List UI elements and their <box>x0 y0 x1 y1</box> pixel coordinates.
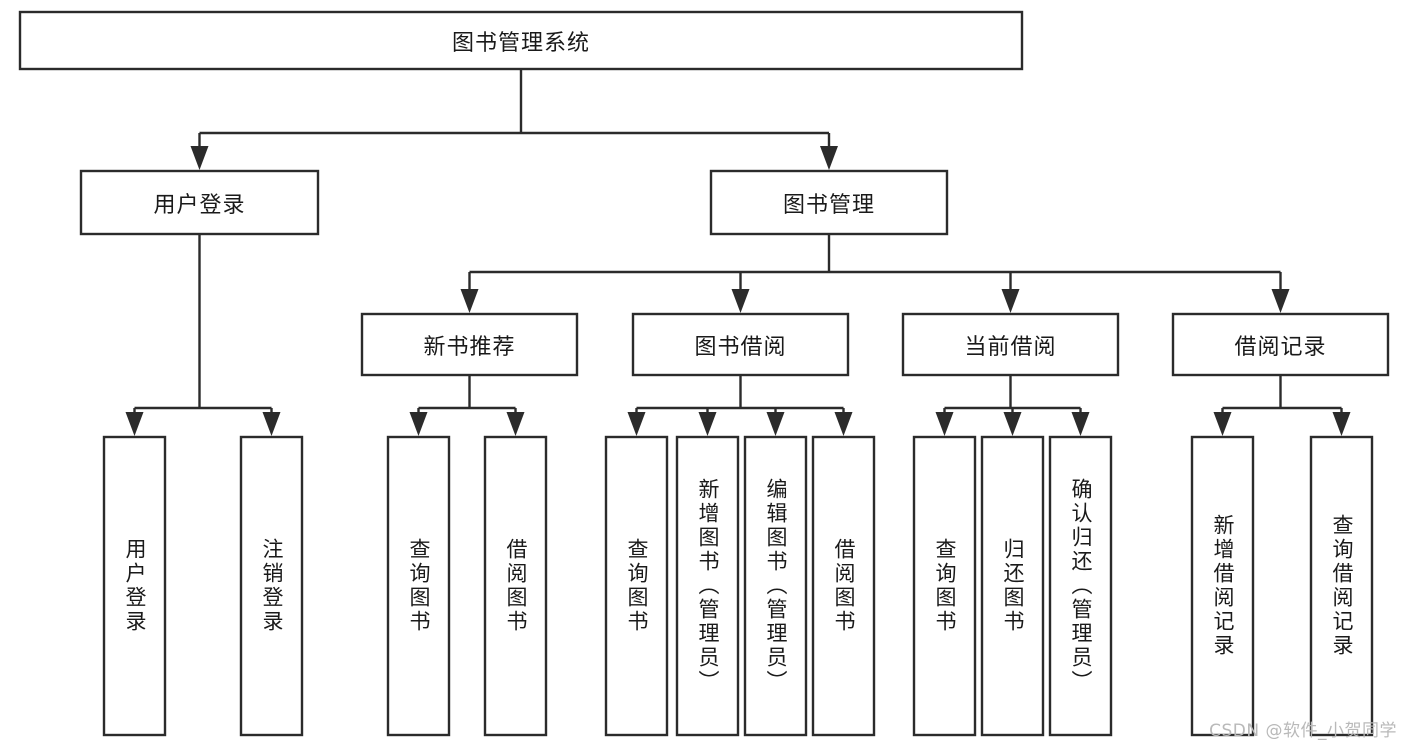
node-box-leaf-query-book-rec[interactable] <box>386 435 451 737</box>
arrow-head-leaf-user-logout <box>262 412 281 436</box>
arrow-head-leaf-query-book-rec <box>409 412 428 436</box>
node-box-leaf-borrow-book[interactable] <box>811 435 876 737</box>
node-box-leaf-add-book[interactable] <box>675 435 740 737</box>
arrow-head-leaf-confirm-return <box>1071 412 1090 436</box>
node-box-leaf-user-logout[interactable] <box>239 435 304 737</box>
arrow-head-leaf-query-book <box>627 412 646 436</box>
arrow-head-current-borrow <box>1001 289 1020 313</box>
arrow-head-leaf-borrow-book-rec <box>506 412 525 436</box>
arrow-head-leaf-borrow-book <box>834 412 853 436</box>
node-box-leaf-edit-book[interactable] <box>743 435 808 737</box>
node-box-borrow-record[interactable] <box>1171 312 1390 377</box>
node-box-leaf-query-record[interactable] <box>1309 435 1374 737</box>
node-box-leaf-user-login[interactable] <box>102 435 167 737</box>
arrow-head-book-borrow <box>731 289 750 313</box>
arrow-head-new-book-rec <box>460 289 479 313</box>
arrow-head-leaf-query-book-cur <box>935 412 954 436</box>
node-box-layer <box>18 10 1390 737</box>
arrow-head-leaf-edit-book <box>766 412 785 436</box>
arrow-head-leaf-add-book <box>698 412 717 436</box>
arrow-head-leaf-add-record <box>1213 412 1232 436</box>
node-box-leaf-query-book[interactable] <box>604 435 669 737</box>
arrow-head-borrow-record <box>1271 289 1290 313</box>
arrow-head-book-manage <box>820 146 838 170</box>
node-box-leaf-confirm-return[interactable] <box>1048 435 1113 737</box>
node-box-leaf-return-book[interactable] <box>980 435 1045 737</box>
node-box-current-borrow[interactable] <box>901 312 1120 377</box>
arrow-head-leaf-query-record <box>1332 412 1351 436</box>
node-box-leaf-query-book-cur[interactable] <box>912 435 977 737</box>
node-box-root[interactable] <box>18 10 1024 71</box>
csdn-watermark: CSDN @软件_小贺同学 <box>1209 721 1397 741</box>
arrow-head-leaf-user-login <box>125 412 144 436</box>
node-box-leaf-borrow-book-rec[interactable] <box>483 435 548 737</box>
node-box-new-book-rec[interactable] <box>360 312 579 377</box>
connector-layer <box>125 69 1351 436</box>
node-box-book-manage[interactable] <box>709 169 949 236</box>
arrow-head-leaf-return-book <box>1003 412 1022 436</box>
node-box-leaf-add-record[interactable] <box>1190 435 1255 737</box>
node-box-book-borrow[interactable] <box>631 312 850 377</box>
arrow-head-user-login <box>190 146 209 170</box>
node-box-user-login[interactable] <box>79 169 320 236</box>
